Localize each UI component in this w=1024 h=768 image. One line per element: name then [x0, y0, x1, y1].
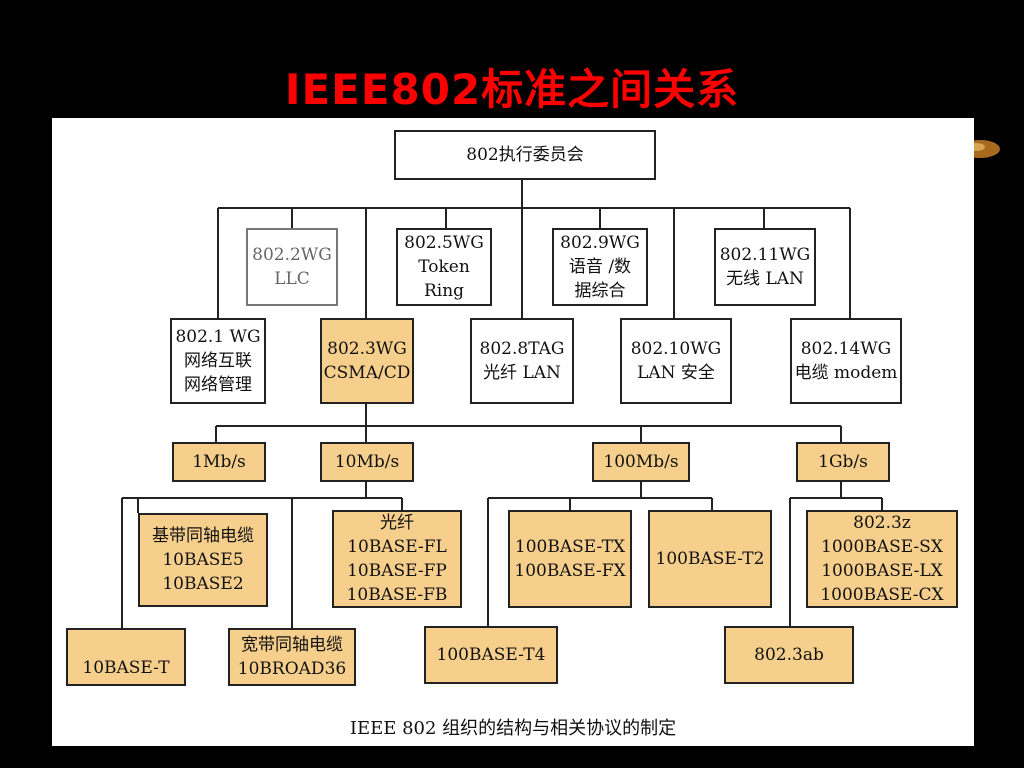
10base-t-box: 10BASE-T [66, 628, 186, 686]
fiber-10base-box: 光纤 10BASE-FL 10BASE-FP 10BASE-FB [332, 510, 462, 608]
figure-caption: IEEE 802 组织的结构与相关协议的制定 [349, 718, 677, 739]
speed-1mbps-box: 1Mb/s [172, 442, 266, 482]
slide-title: IEEE802标准之间关系 [284, 65, 740, 114]
speed-1gbps-box: 1Gb/s [796, 442, 890, 482]
wg-802-2-box: 802.2WG LLC [246, 228, 338, 306]
baseband-coax-box: 基带同轴电缆 10BASE5 10BASE2 [138, 513, 268, 607]
wg-802-11-box: 802.11WG 无线 LAN [714, 228, 816, 306]
100base-t2-box: 100BASE-T2 [648, 510, 772, 608]
diagram-panel: 802执行委员会 802.2WG LLC 802.5WG Token Ring … [52, 118, 974, 746]
wg-802-9-box: 802.9WG 语音 /数 据综合 [552, 228, 648, 306]
802-3ab-box: 802.3ab [724, 626, 854, 684]
wg-802-1-box: 802.1 WG 网络互联 网络管理 [170, 318, 266, 404]
wg-802-14-box: 802.14WG 电缆 modem [790, 318, 902, 404]
100base-t4-box: 100BASE-T4 [424, 626, 558, 684]
speed-100mbps-box: 100Mb/s [592, 442, 690, 482]
connector-lines [121, 180, 883, 628]
tag-802-8-box: 802.8TAG 光纤 LAN [470, 318, 574, 404]
executive-committee-box: 802执行委员会 [394, 130, 656, 180]
wg-802-10-box: 802.10WG LAN 安全 [620, 318, 732, 404]
wg-802-3-box: 802.3WG CSMA/CD [320, 318, 414, 404]
wg-802-5-box: 802.5WG Token Ring [396, 228, 492, 306]
speed-10mbps-box: 10Mb/s [320, 442, 414, 482]
broadband-coax-box: 宽带同轴电缆 10BROAD36 [228, 628, 356, 686]
gigabit-802-3z-box: 802.3z 1000BASE-SX 1000BASE-LX 1000BASE-… [806, 510, 958, 608]
100base-tx-fx-box: 100BASE-TX 100BASE-FX [508, 510, 632, 608]
